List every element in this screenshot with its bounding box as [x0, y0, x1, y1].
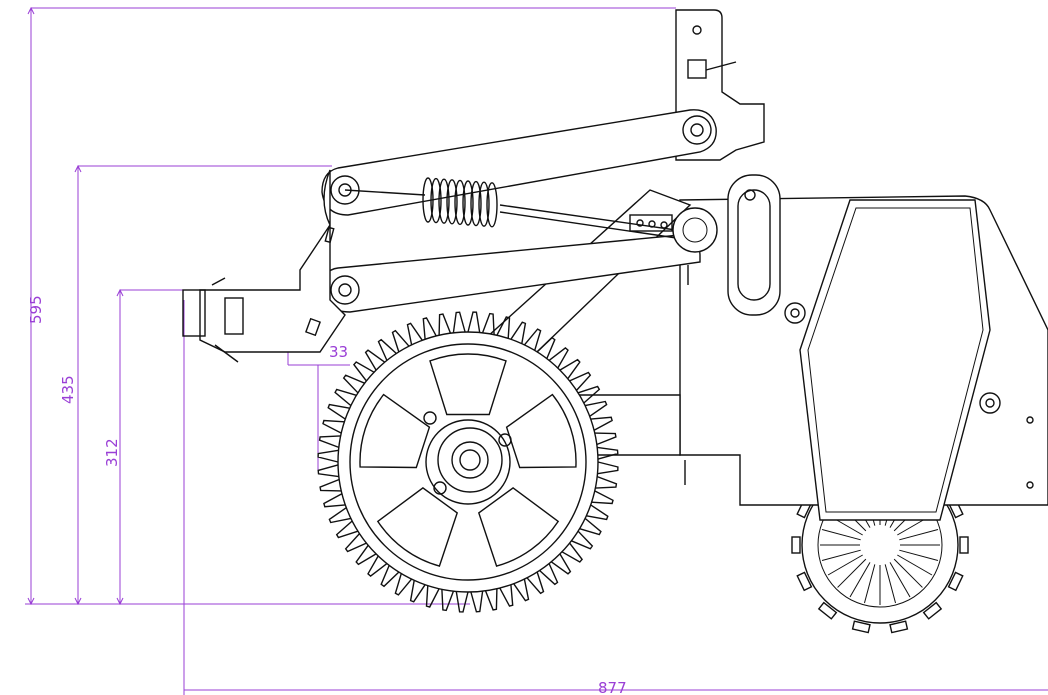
frame-bolt — [979, 392, 1001, 414]
frame-bolt — [784, 302, 806, 324]
hub-plate — [423, 411, 512, 495]
machine-drawing — [182, 9, 1048, 634]
dimension-435 — [74, 164, 332, 606]
adjustment-knob — [672, 207, 718, 285]
tension-spring — [344, 177, 691, 241]
dimension-label-435: 435 — [59, 375, 77, 404]
dimension-877 — [183, 300, 1048, 695]
upper-link — [321, 109, 717, 216]
lower-link — [321, 234, 701, 313]
dimension-312 — [116, 288, 200, 606]
hitch-bracket — [182, 169, 346, 363]
dimension-label-595: 595 — [27, 295, 45, 324]
dimension-label-877: 877 — [598, 679, 627, 695]
slot-bracket — [727, 174, 781, 316]
hopper-shield — [799, 199, 991, 521]
dimension-label-33: 33 — [329, 343, 348, 361]
dimension-label-312: 312 — [103, 438, 121, 467]
dimension-595 — [27, 6, 676, 606]
